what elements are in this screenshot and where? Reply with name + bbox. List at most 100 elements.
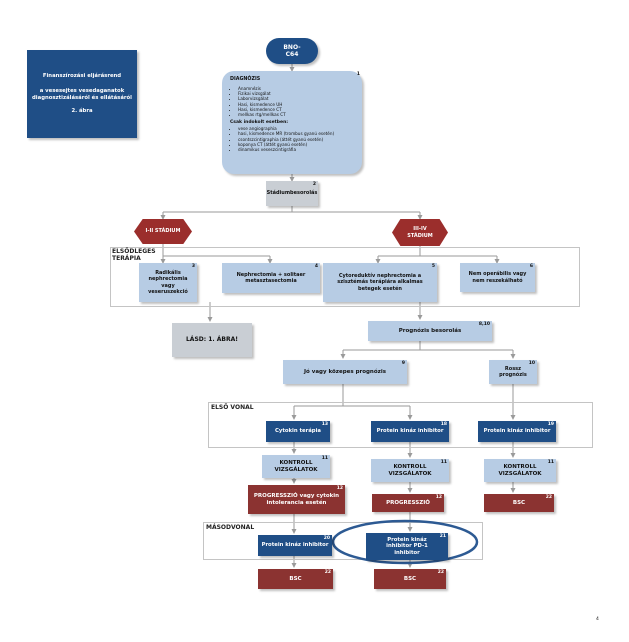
list-item: Anamnézis — [238, 86, 356, 91]
second-line-pd1-box: 21 Protein kináz inhibitor PD-1 inhibito… — [366, 533, 448, 560]
staging-label: Stádiumbesorolás — [266, 190, 318, 197]
diagnosis-number: 1 — [356, 72, 360, 77]
therapy-box-cytoreductive: 5 Cytoreduktív nephrectomia a szisztémás… — [323, 263, 437, 302]
control-label: KONTROLL VIZSGÁLATOK — [274, 459, 318, 473]
therapy-text: Cytoreduktív nephrectomia a szisztémás t… — [337, 273, 423, 292]
therapy-number: 5 — [431, 264, 435, 269]
good-prognosis-box: 9 Jó vagy közepes prognózis — [283, 360, 407, 384]
bsc-number: 22 — [324, 570, 331, 575]
prognosis-label: Prognózis besorolás — [398, 327, 462, 334]
prognosis-box: 8,10 Prognózis besorolás — [368, 321, 492, 341]
therapy-text: Radikális nephrectomia vagy veseruszekci… — [148, 270, 188, 295]
progression-number: 12 — [336, 486, 343, 491]
control-box-2: 11 KONTROLL VIZSGÁLATOK — [371, 459, 449, 482]
first-line-number: 19 — [547, 422, 554, 427]
second-line-label: MÁSODVONAL — [206, 524, 255, 531]
list-item: Hasi, kismedence UH — [238, 102, 356, 107]
first-line-label: ELSŐ VONAL — [211, 404, 254, 411]
second-line-text: Protein kináz inhibitor PD-1 inhibitor — [386, 536, 428, 556]
diagnosis-title: DIAGNÓZIS — [230, 77, 261, 82]
control-number: 11 — [440, 460, 447, 465]
list-item: csontszcintigraphia (áttét gyanú esetén) — [238, 137, 356, 142]
list-item: dinamikus veseszcintigráfia — [238, 147, 356, 152]
side-note-subtitle: a vesesejtes vesedaganatok diagnosztizál… — [32, 87, 132, 101]
stage-late-label: III-IV STÁDIUM — [407, 226, 433, 239]
first-line-pki-poor-box: 19 Protein kináz inhibitor — [478, 421, 556, 442]
therapy-box-nephrectomy: 4 Nephrectomia + solitaer metasztasectom… — [222, 263, 320, 293]
list-item: hasi, kismedence MR (trombus gyanú eseté… — [238, 131, 356, 136]
first-line-cytokine-box: 13 Cytokin terápia — [266, 421, 330, 442]
staging-number: 2 — [312, 182, 316, 187]
diagnosis-sublist: vese angiographia hasi, kismedence MR (t… — [230, 126, 356, 152]
side-note-figure: 2. ábra — [71, 108, 93, 115]
control-label: KONTROLL VIZSGÁLATOK — [388, 463, 432, 477]
list-item: Laborvizsgálat — [238, 96, 356, 101]
first-line-number: 13 — [321, 422, 328, 427]
list-item: mellkas rtg/mellkas CT — [238, 112, 356, 117]
bsc-box-poor: 22 BSC — [484, 494, 554, 512]
first-line-frame — [208, 402, 593, 448]
diagnosis-box: 1 DIAGNÓZIS Anamnézis Fizikai vizsgálat … — [222, 71, 362, 174]
control-box-3: 11 KONTROLL VIZSGÁLATOK — [484, 459, 556, 482]
bsc-number: 22 — [437, 570, 444, 575]
stage-early-hexagon: I-II STÁDIUM — [134, 219, 192, 244]
first-line-number: 18 — [440, 422, 447, 427]
bsc-box-1: 22 BSC — [258, 569, 333, 589]
see-figure-1-label: LÁSD: 1. ÁBRA! — [185, 336, 239, 344]
prognosis-number: 8,10 — [478, 322, 490, 327]
second-line-pki-box: 20 Protein kináz inhibitor — [258, 535, 332, 556]
progression-label: PROGRESSZIÓ vagy cytokin intolerancia es… — [253, 492, 340, 506]
second-line-number: 21 — [439, 534, 446, 539]
second-line-text: Protein kináz inhibitor — [261, 542, 329, 549]
bsc-label: BSC — [289, 575, 302, 582]
stage-early-label: I-II STÁDIUM — [145, 228, 181, 235]
therapy-number: 6 — [529, 264, 533, 269]
diagnosis-subtitle: Csak indokolt esetben: — [230, 120, 289, 126]
therapy-text: Nephrectomia + solitaer metasztasectomia — [236, 271, 306, 284]
side-note-title: Finanszírozási eljárásrend — [42, 73, 122, 80]
first-therapy-frame — [110, 247, 580, 307]
therapy-box-radical: 3 Radikális nephrectomia vagy veseruszek… — [139, 263, 197, 302]
poor-prognosis-number: 10 — [528, 361, 535, 366]
start-code-number: C64 — [285, 51, 299, 58]
progression-label: PROGRESSZIÓ — [386, 499, 430, 506]
start-node: BNO- C64 — [266, 38, 318, 64]
bsc-label: BSC — [512, 499, 526, 506]
list-item: koponya CT (áttét gyanú esetén) — [238, 142, 356, 147]
therapy-text: Nem operábilis vagy nem reszekálható — [468, 271, 527, 284]
control-number: 11 — [321, 456, 328, 461]
second-line-number: 20 — [323, 536, 330, 541]
staging-box: 2 Stádiumbesorolás — [266, 181, 318, 206]
progression-box-2: 12 PROGRESSZIÓ — [372, 494, 444, 512]
good-prognosis-number: 9 — [401, 361, 405, 366]
second-line-frame — [203, 522, 483, 560]
therapy-box-inoperable: 6 Nem operábilis vagy nem reszekálható — [460, 263, 535, 292]
start-code: BNO- — [283, 43, 301, 51]
stage-late-hexagon: III-IV STÁDIUM — [392, 219, 448, 246]
first-therapy-label: ELSŐDLEGES TERÁPIA — [112, 248, 156, 262]
page-number: 4 — [596, 617, 599, 622]
poor-prognosis-box: 10 Rossz prognózis — [489, 360, 537, 384]
list-item: Hasi, kismedence CT — [238, 107, 356, 112]
see-figure-1-box: LÁSD: 1. ÁBRA! — [172, 323, 252, 357]
good-prognosis-label: Jó vagy közepes prognózis — [304, 368, 386, 375]
progression-box-1: 12 PROGRESSZIÓ vagy cytokin intolerancia… — [248, 485, 345, 514]
first-line-pki-box: 18 Protein kináz inhibitor — [371, 421, 449, 442]
bsc-box-2: 22 BSC — [374, 569, 446, 589]
therapy-number: 3 — [191, 264, 195, 269]
therapy-number: 4 — [314, 264, 318, 269]
list-item: Fizikai vizsgálat — [238, 91, 356, 96]
first-line-text: Cytokin terápia — [275, 428, 321, 435]
list-item: vese angiographia — [238, 126, 356, 131]
control-box-1: 11 KONTROLL VIZSGÁLATOK — [262, 455, 330, 478]
control-number: 11 — [547, 460, 554, 465]
poor-prognosis-label: Rossz prognózis — [499, 365, 527, 378]
control-label: KONTROLL VIZSGÁLATOK — [498, 463, 542, 477]
highlight-ellipse — [331, 519, 479, 565]
first-line-text: Protein kináz inhibitor — [483, 428, 551, 435]
diagnosis-list: Anamnézis Fizikai vizsgálat Laborvizsgál… — [230, 86, 356, 118]
first-line-text: Protein kináz inhibitor — [376, 428, 444, 435]
bsc-label: BSC — [403, 575, 417, 582]
progression-number: 12 — [435, 495, 442, 500]
